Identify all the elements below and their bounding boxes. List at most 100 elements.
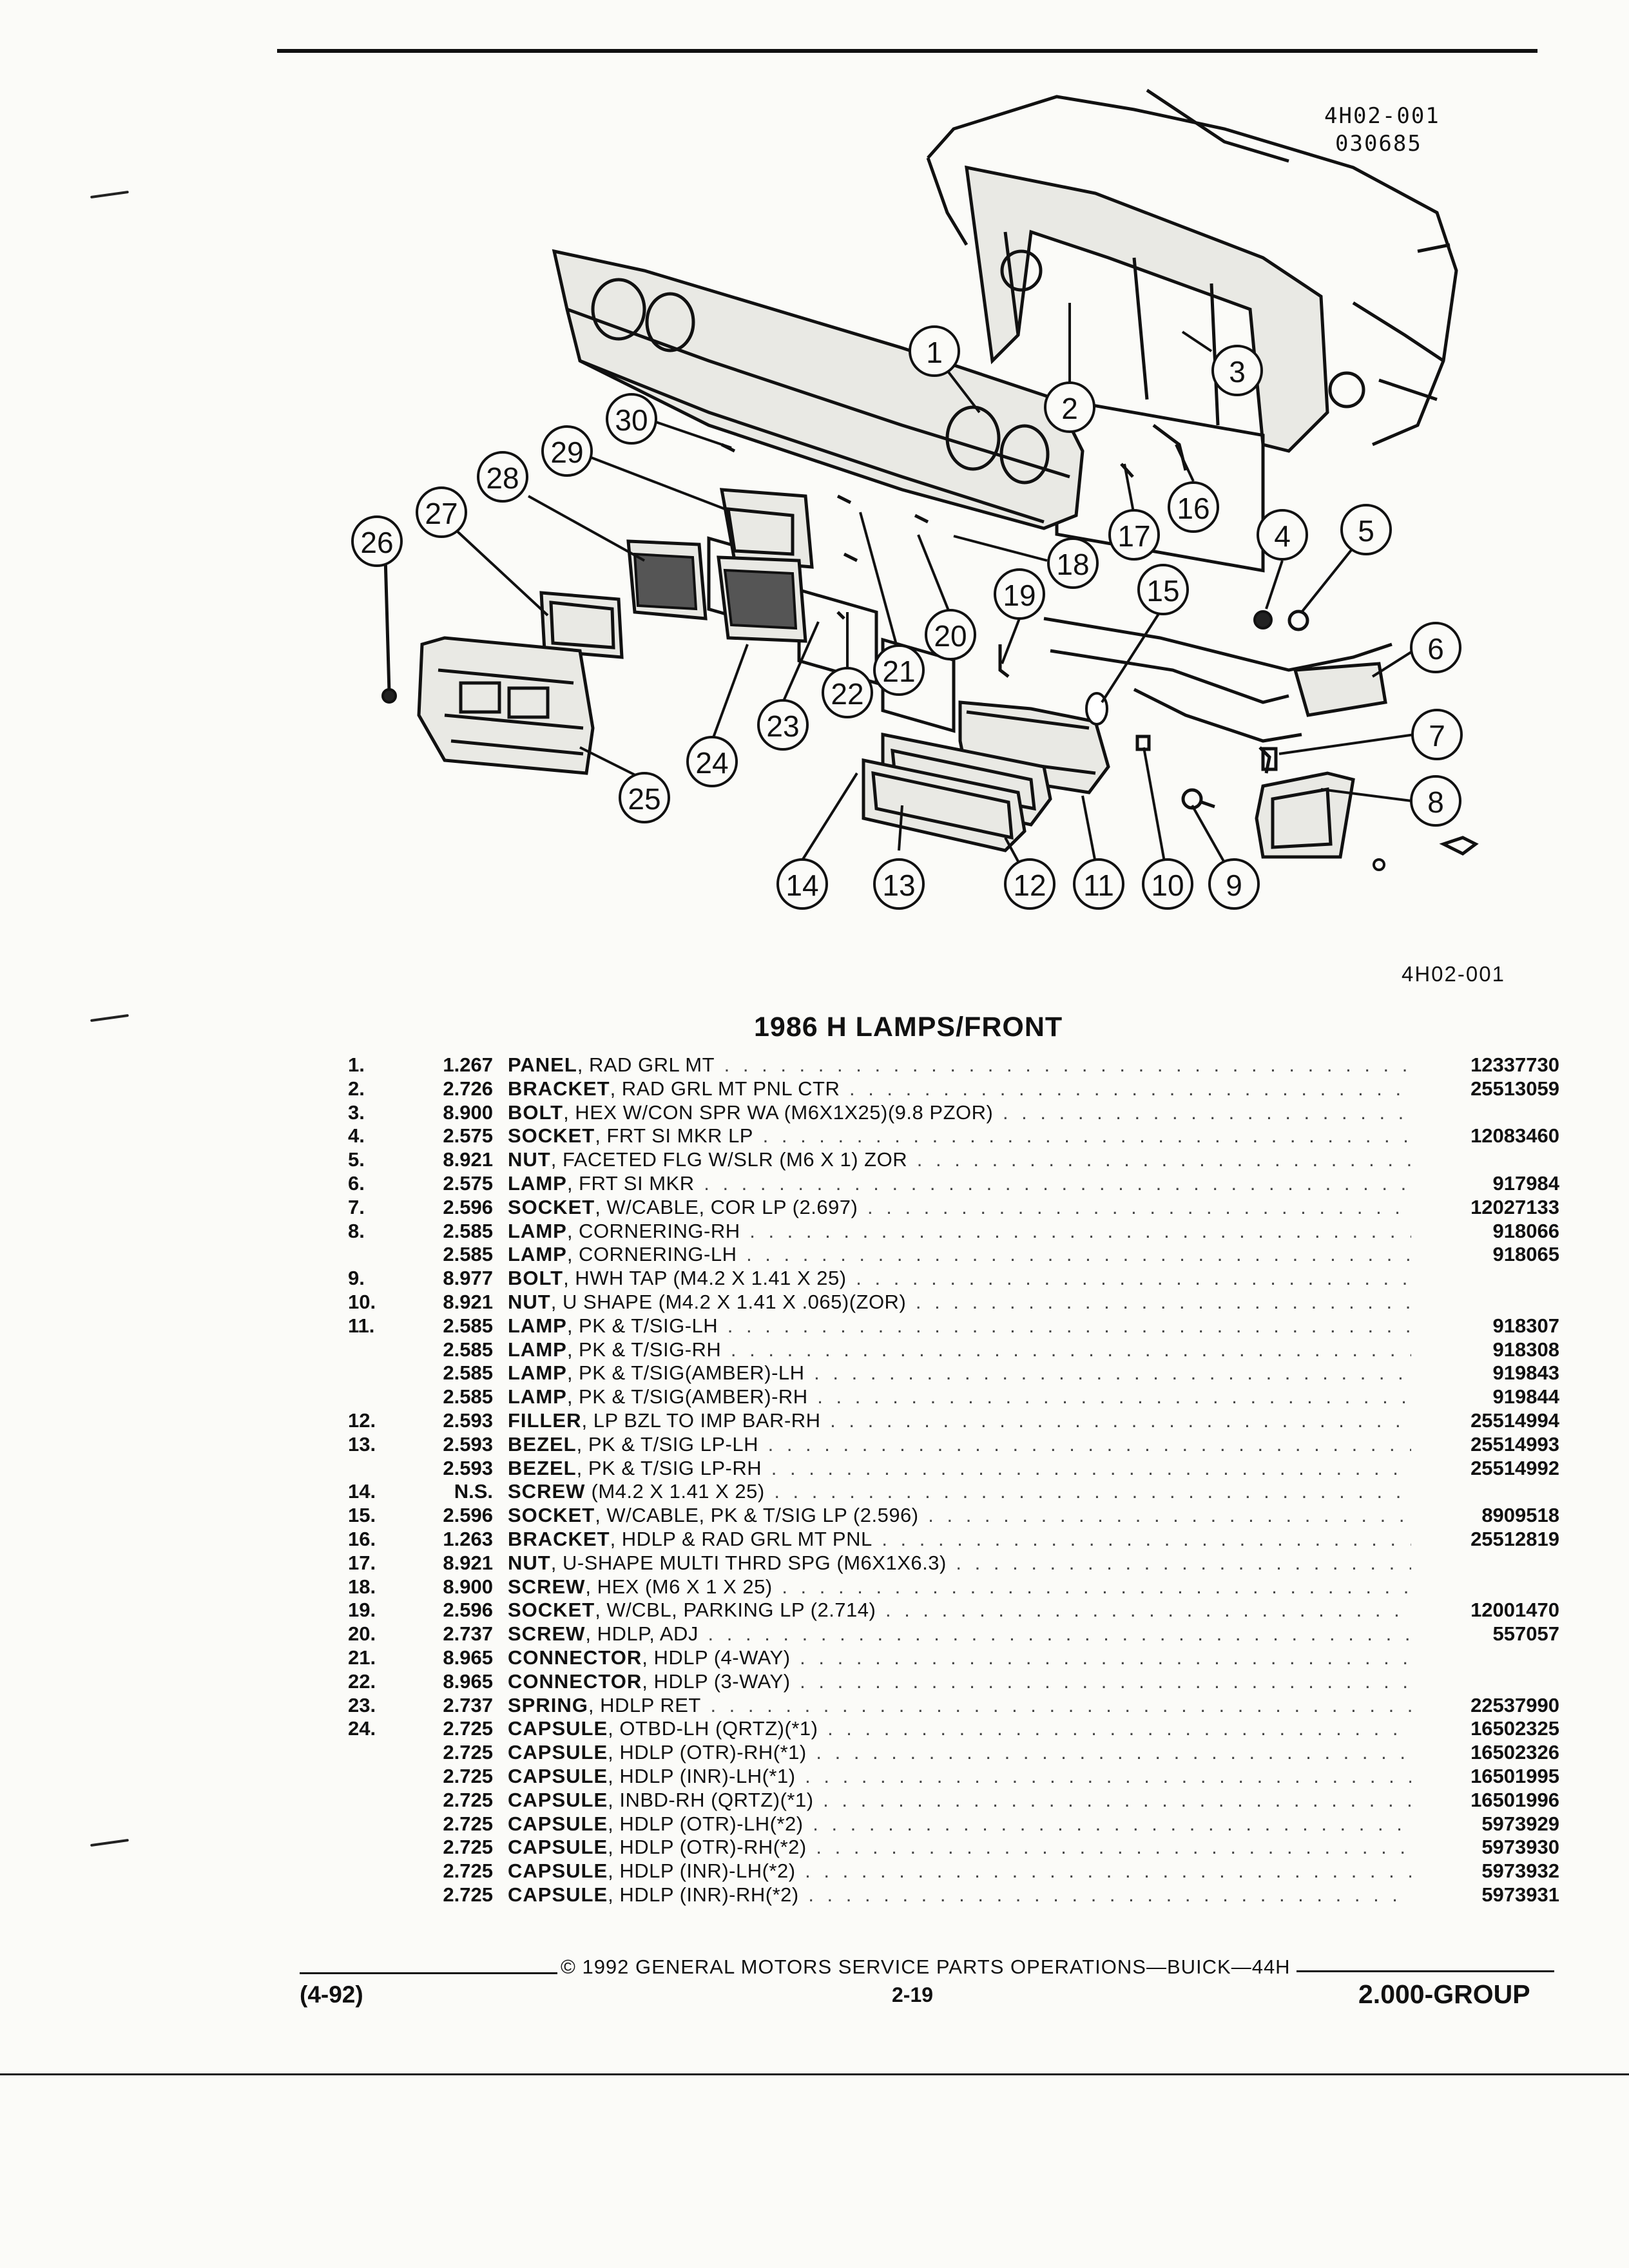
part-detail: , LP BZL TO IMP BAR-RH <box>581 1408 821 1432</box>
callout-7: 7 <box>1411 709 1463 760</box>
part-description: CAPSULE, HDLP (OTR)-RH(*1) . . . . . . .… <box>508 1741 1411 1764</box>
group-number: 8.965 <box>443 1646 493 1669</box>
callout-27: 27 <box>416 486 467 538</box>
callout-label: 6 <box>1427 632 1444 666</box>
dot-leader: . . . . . . . . . . . . . . . . . . . . … <box>827 1717 1411 1740</box>
dot-leader: . . . . . . . . . . . . . . . . . . . . … <box>746 1243 1411 1266</box>
dot-leader: . . . . . . . . . . . . . . . . . . . . … <box>849 1077 1411 1100</box>
part-description: BEZEL, PK & T/SIG LP-LH . . . . . . . . … <box>508 1433 1411 1456</box>
diagram-code: 4H02-001 <box>1324 103 1440 129</box>
part-name: LAMP <box>508 1243 567 1266</box>
callout-21: 21 <box>873 644 925 696</box>
part-description: CAPSULE, HDLP (OTR)-LH(*2) . . . . . . .… <box>508 1812 1411 1836</box>
callout-18: 18 <box>1047 537 1099 589</box>
part-detail: , HDLP (OTR)-LH(*2) <box>608 1812 804 1835</box>
diagram-caption: 4H02-001 <box>1402 962 1505 986</box>
dot-leader: . . . . . . . . . . . . . . . . . . . . … <box>710 1693 1411 1716</box>
headlamp-assembly-illustration <box>381 443 929 775</box>
group-number: 2.725 <box>443 1812 493 1835</box>
part-detail: , W/CABLE, COR LP (2.697) <box>595 1195 858 1218</box>
part-number: 22537990 <box>1470 1693 1559 1716</box>
callout-label: 13 <box>882 869 915 902</box>
part-number: 16501996 <box>1470 1788 1559 1811</box>
part-description: BRACKET, RAD GRL MT PNL CTR . . . . . . … <box>508 1077 1411 1100</box>
part-name: LAMP <box>508 1171 567 1195</box>
part-detail: , HDLP, ADJ <box>585 1622 699 1646</box>
part-detail: , PK & T/SIG(AMBER)-RH <box>566 1385 808 1408</box>
page-number: 2-19 <box>892 1983 934 2006</box>
group-number: 8.921 <box>443 1148 493 1171</box>
dot-leader: . . . . . . . . . . . . . . . . . . . . … <box>814 1361 1411 1385</box>
part-detail: , HEX (M6 X 1 X 25) <box>585 1575 773 1598</box>
item-number: 11. <box>348 1314 375 1337</box>
group-number: 2.737 <box>443 1622 493 1646</box>
callout-24: 24 <box>686 736 738 787</box>
callout-label: 9 <box>1226 869 1242 902</box>
part-name: SPRING <box>508 1693 588 1716</box>
group-number: 2.725 <box>443 1788 493 1811</box>
part-detail: , OTBD-LH (QRTZ)(*1) <box>608 1717 818 1740</box>
part-description: LAMP, CORNERING-RH . . . . . . . . . . .… <box>508 1220 1411 1243</box>
group-number: 8.900 <box>443 1575 493 1598</box>
part-detail: , HDLP (4-WAY) <box>642 1646 791 1669</box>
part-name: SCREW <box>508 1622 586 1646</box>
callout-label: 19 <box>1003 579 1036 612</box>
part-name: CAPSULE <box>508 1883 608 1906</box>
parts-row: 14.N.S.SCREW (M4.2 X 1.41 X 25) . . . . … <box>348 1480 1559 1504</box>
part-name: LAMP <box>508 1385 567 1408</box>
part-description: CAPSULE, HDLP (INR)-LH(*1) . . . . . . .… <box>508 1765 1411 1788</box>
part-description: BOLT, HEX W/CON SPR WA (M6X1X25)(9.8 PZO… <box>508 1101 1411 1124</box>
part-detail: , U SHAPE (M4.2 X 1.41 X .065)(ZOR) <box>550 1290 907 1313</box>
dot-leader: . . . . . . . . . . . . . . . . . . . . … <box>724 1053 1411 1076</box>
part-name: NUT <box>508 1551 551 1574</box>
callout-label: 7 <box>1429 719 1445 753</box>
part-description: SOCKET, W/CABLE, COR LP (2.697) . . . . … <box>508 1196 1411 1219</box>
item-number: 9. <box>348 1267 365 1290</box>
group-number: 2.585 <box>443 1243 493 1266</box>
dot-leader: . . . . . . . . . . . . . . . . . . . . … <box>882 1527 1411 1550</box>
part-description: BOLT, HWH TAP (M4.2 X 1.41 X 25) . . . .… <box>508 1267 1411 1290</box>
part-detail: , FRT SI MKR <box>566 1171 695 1195</box>
dot-leader: . . . . . . . . . . . . . . . . . . . . … <box>704 1171 1411 1195</box>
part-number: 5973930 <box>1481 1836 1559 1859</box>
part-name: CONNECTOR <box>508 1646 642 1669</box>
part-description: BRACKET, HDLP & RAD GRL MT PNL . . . . .… <box>508 1528 1411 1551</box>
part-detail: (M4.2 X 1.41 X 25) <box>585 1480 765 1503</box>
callout-11: 11 <box>1073 858 1124 910</box>
footer-right-rule <box>1296 1970 1554 1972</box>
part-number: 25514992 <box>1470 1456 1559 1479</box>
part-detail: , CORNERING-RH <box>566 1219 740 1242</box>
part-number: 918066 <box>1492 1219 1559 1242</box>
part-number: 918065 <box>1492 1243 1559 1266</box>
part-description: CAPSULE, HDLP (OTR)-RH(*2) . . . . . . .… <box>508 1836 1411 1859</box>
page-title: 1986 H LAMPS/FRONT <box>754 1012 1063 1043</box>
dot-leader: . . . . . . . . . . . . . . . . . . . . … <box>885 1599 1411 1622</box>
part-detail: , HDLP (INR)-LH(*1) <box>608 1764 796 1787</box>
radiator-support-illustration <box>926 88 1458 573</box>
callout-22: 22 <box>822 667 873 718</box>
callout-13: 13 <box>873 858 925 910</box>
dot-leader: . . . . . . . . . . . . . . . . . . . . … <box>782 1575 1411 1598</box>
item-number: 24. <box>348 1717 376 1740</box>
part-number: 12001470 <box>1470 1599 1559 1622</box>
part-description: LAMP, PK & T/SIG(AMBER)-RH . . . . . . .… <box>508 1385 1411 1408</box>
dot-leader: . . . . . . . . . . . . . . . . . . . . … <box>805 1764 1411 1787</box>
dot-leader: . . . . . . . . . . . . . . . . . . . . … <box>916 1148 1411 1171</box>
group-number: 8.977 <box>443 1267 493 1290</box>
part-description: BEZEL, PK & T/SIG LP-RH . . . . . . . . … <box>508 1457 1411 1480</box>
part-description: CONNECTOR, HDLP (4-WAY) . . . . . . . . … <box>508 1646 1411 1669</box>
callout-15: 15 <box>1137 564 1189 615</box>
